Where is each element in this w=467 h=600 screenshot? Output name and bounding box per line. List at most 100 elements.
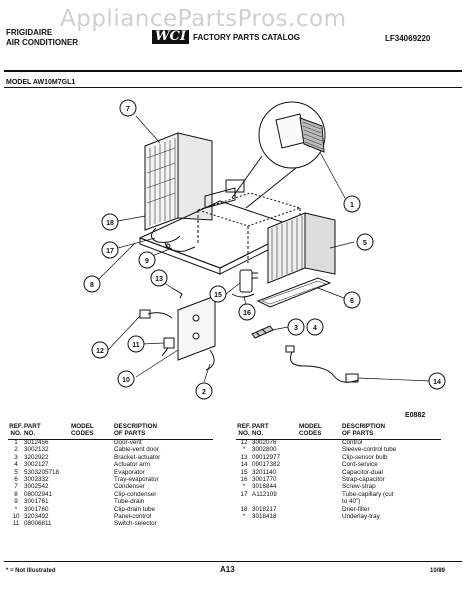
description-cell: Tube-capillary (cut	[342, 490, 394, 498]
callout-17: 17	[106, 248, 114, 255]
model-divider	[4, 87, 462, 88]
header-ref-no: REF. NO.	[9, 423, 23, 438]
callout-18: 18	[106, 220, 114, 227]
callout-3: 3	[294, 325, 298, 332]
revision-date: 10/89	[430, 568, 446, 574]
parts-list-right: REF. NO. PART NO. MODEL CODES DESCRIPTIO…	[236, 423, 442, 520]
model-codes-cell	[299, 469, 342, 476]
evaporator-tray-drawing	[256, 277, 332, 308]
control-panel-drawing	[139, 295, 216, 371]
description-cell: Screw-strap	[342, 483, 376, 491]
vent-door-drawing	[231, 101, 326, 209]
header-description: DESCRIPTION OF PARTS	[342, 423, 386, 438]
model-codes-cell	[299, 461, 342, 468]
ref-no-cell: *	[14, 505, 18, 513]
description-cell: Condenser	[114, 483, 145, 491]
catalog-number: LF34069220	[385, 34, 431, 43]
not-illustrated-note: * = Not Illustrated	[6, 568, 56, 574]
description-cell: Switch-selector	[114, 520, 157, 528]
model-codes-cell	[71, 476, 114, 483]
model-codes-cell	[71, 491, 114, 498]
header-description: DESCRIPTION OF PARTS	[114, 423, 158, 438]
part-no-cell: 3201140	[252, 468, 277, 476]
description-cell: Drier-filter	[342, 505, 370, 513]
model-codes-cell	[299, 506, 342, 513]
part-no-cell: 3002542	[24, 483, 49, 491]
header-model-codes: MODEL CODES	[71, 423, 94, 438]
ref-no-cell: *	[242, 446, 246, 454]
description-cell: Actuator arm	[114, 461, 151, 469]
ref-no-cell: 3	[14, 453, 18, 461]
callout-9: 9	[145, 258, 149, 265]
capacitor-drawing	[231, 269, 258, 298]
part-no-cell: A112109	[252, 490, 277, 498]
table-row: 17 A112109 Tube-capillary (cut	[236, 491, 442, 498]
description-cell: Evaporator	[114, 468, 145, 476]
ref-no-cell: 4	[14, 461, 18, 469]
model-codes-cell	[71, 469, 114, 476]
table-row: to 40")	[236, 498, 442, 505]
model-codes-cell	[71, 454, 114, 461]
model-codes-cell	[299, 498, 342, 505]
model-codes-cell	[299, 513, 342, 520]
model-codes-cell	[71, 446, 114, 453]
model-codes-cell	[299, 454, 342, 461]
exploded-parts-diagram: 7 1 18 17 9 5 8 13 15 16 6 3 4 12 11 10 …	[83, 99, 446, 400]
part-no-cell: 3002076	[252, 439, 277, 446]
model-codes-cell	[71, 483, 114, 490]
part-no-cell: 3018418	[252, 512, 277, 520]
catalog-logo: WCI FACTORY PARTS CATALOG	[152, 30, 300, 44]
callout-12: 12	[96, 348, 104, 355]
condenser-coil-drawing	[144, 132, 213, 243]
ref-no-cell: *	[242, 483, 246, 491]
callout-11: 11	[132, 342, 140, 349]
product-type: AIR CONDITIONER	[6, 38, 78, 47]
header-part-no: PART NO.	[24, 423, 41, 438]
ref-no-cell: 2	[14, 446, 18, 454]
header-ref-no: REF. NO.	[237, 423, 251, 438]
description-cell: to 40")	[342, 498, 361, 506]
model-codes-cell	[71, 461, 114, 468]
ref-no-cell	[236, 498, 252, 505]
model-number: MODEL AW10M7GL1	[6, 79, 76, 86]
description-cell: Strap-capacitor	[342, 475, 385, 483]
description-cell: Tube-drain	[114, 498, 145, 506]
sensor-clip-drawing	[171, 287, 183, 299]
callout-16: 16	[243, 310, 251, 317]
model-codes-cell	[71, 498, 114, 505]
description-cell: Cable-vent door	[114, 446, 159, 454]
description-cell: Panel-control	[114, 512, 152, 520]
callout-13: 13	[155, 276, 163, 283]
ref-no-cell: 13	[240, 453, 248, 461]
header-part-no: PART NO.	[252, 423, 269, 438]
part-no-cell: 08002941	[24, 490, 53, 498]
model-codes-cell	[299, 483, 342, 490]
model-codes-cell	[299, 439, 342, 446]
ref-no-cell: 17	[240, 490, 248, 498]
part-no-cell: 5303205718	[24, 468, 60, 476]
callout-7: 7	[126, 106, 130, 113]
part-no-cell: 3016844	[252, 483, 277, 491]
footer-divider	[4, 561, 462, 562]
ref-no-cell: 5	[14, 468, 18, 476]
parts-list-header: REF. NO. PART NO. MODEL CODES DESCRIPTIO…	[236, 423, 442, 439]
table-header-rule-left	[8, 439, 213, 440]
part-no-cell: 3001770	[252, 475, 277, 483]
model-codes-cell	[71, 506, 114, 513]
model-codes-cell	[71, 513, 114, 520]
description-cell: Bracket-actuator	[114, 453, 161, 461]
callout-10: 10	[122, 377, 130, 384]
brand-block: FRIGIDAIRE AIR CONDITIONER	[6, 28, 78, 48]
watermark-text: AppliancePartsPros.com	[60, 6, 347, 32]
